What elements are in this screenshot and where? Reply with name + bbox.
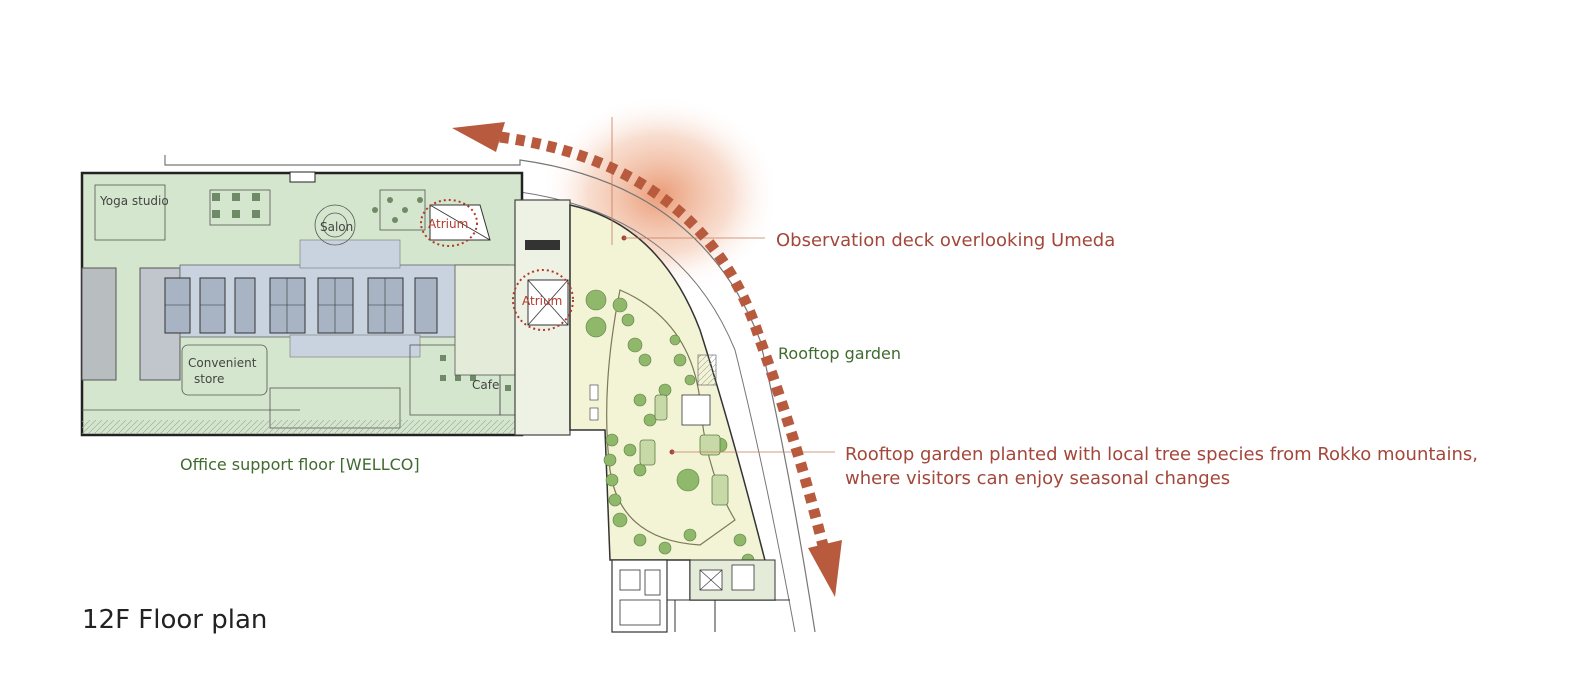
- label-salon: Salon: [320, 220, 353, 234]
- page-title: 12F Floor plan: [82, 605, 267, 635]
- label-convenient-store-2: store: [194, 372, 224, 386]
- label-atrium-upper: Atrium: [428, 217, 468, 231]
- site-boundary: [164, 155, 816, 633]
- atrium-upper-circle: [420, 199, 478, 247]
- annotation-garden-line-1: Rooftop garden planted with local tree s…: [845, 444, 1478, 465]
- site-boundary-inner: [519, 191, 796, 633]
- service-block: [611, 559, 790, 633]
- label-rooftop-garden: Rooftop garden: [778, 344, 901, 363]
- office-wing: [80, 171, 562, 437]
- east-block: [429, 199, 571, 436]
- label-yoga-studio: Yoga studio: [99, 194, 169, 208]
- label-atrium-lower: Atrium: [522, 294, 562, 308]
- label-office-support: Office support floor [WELLCO]: [180, 455, 420, 474]
- arrow-head-down: [808, 540, 842, 597]
- atrium-lower-circle: [512, 269, 574, 331]
- view-arc-arrow: [499, 131, 832, 560]
- annotation-observation-deck: Observation deck overlooking Umeda: [776, 230, 1115, 251]
- label-convenient-store-1: Convenient: [188, 356, 257, 370]
- arrow-head-left: [452, 122, 505, 152]
- rooftop-garden-area: [569, 204, 776, 601]
- label-cafe: Cafe: [472, 378, 499, 392]
- annotation-garden-line-2: where visitors can enjoy seasonal change…: [845, 468, 1230, 489]
